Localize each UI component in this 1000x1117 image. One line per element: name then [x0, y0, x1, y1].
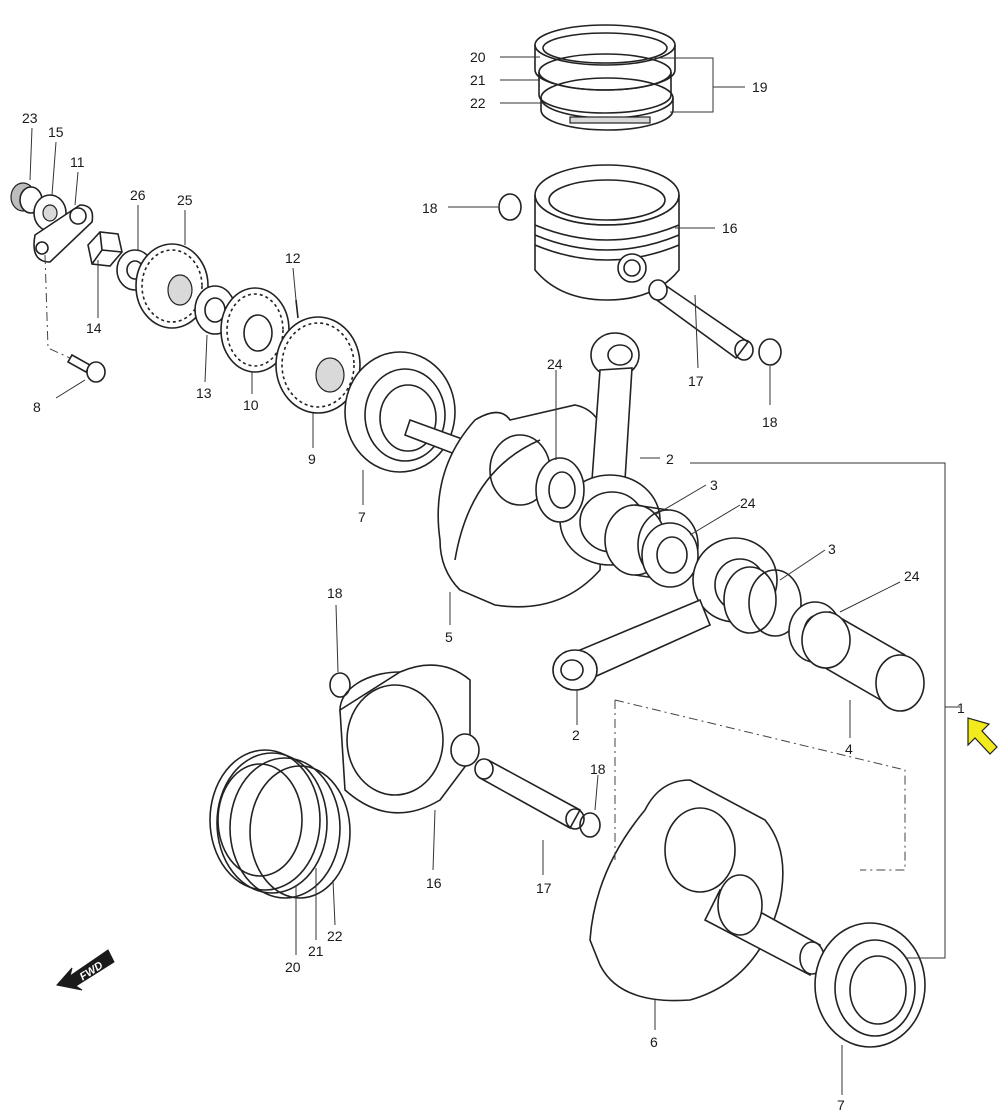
callout-24: 24	[904, 568, 920, 584]
callout-17: 17	[536, 880, 552, 896]
callout-22: 22	[327, 928, 343, 944]
callout-11: 11	[70, 154, 85, 170]
callout-19: 19	[752, 79, 768, 95]
circlip-upper-left	[498, 193, 522, 221]
dashline-assembly	[614, 699, 906, 871]
piston-pin-lower	[474, 758, 585, 830]
callout-17: 17	[688, 373, 704, 389]
callout-7: 7	[837, 1097, 845, 1113]
bearing-upper	[344, 351, 466, 473]
callout-3: 3	[828, 541, 836, 557]
callout-14: 14	[86, 320, 102, 336]
thrust-washer-24b-hole	[656, 536, 688, 574]
piston-upper	[534, 164, 680, 301]
callout-5: 5	[445, 629, 453, 645]
callout-16: 16	[722, 220, 738, 236]
callout-3: 3	[710, 477, 718, 493]
callout-12: 12	[285, 250, 301, 266]
piston-pin-upper	[648, 279, 754, 361]
callout-4: 4	[845, 741, 853, 757]
crank-half-5	[437, 404, 606, 608]
bearing-lower	[814, 922, 926, 1048]
dashline-screw-8	[44, 254, 71, 359]
callout-15: 15	[48, 124, 64, 140]
callout-10: 10	[243, 397, 259, 413]
callout-18: 18	[762, 414, 778, 430]
plate-11	[33, 204, 94, 263]
fwd-arrow-icon: FWD	[56, 949, 115, 991]
callout-23: 23	[22, 110, 38, 126]
callout-1: 1	[957, 700, 965, 716]
arrow-pointer-icon	[967, 717, 998, 755]
callout-8: 8	[33, 399, 41, 415]
callout-18: 18	[590, 761, 606, 777]
callout-18: 18	[422, 200, 438, 216]
crank-half-6	[589, 779, 825, 1002]
callout-22: 22	[470, 95, 486, 111]
thrust-washer-24b	[641, 522, 699, 588]
callout-13: 13	[196, 385, 212, 401]
gear-10	[220, 287, 290, 373]
callout-9: 9	[308, 451, 316, 467]
callout-7: 7	[358, 509, 366, 525]
callout-2: 2	[572, 727, 580, 743]
piston-rings-lower	[209, 749, 351, 899]
callout-2: 2	[666, 451, 674, 467]
callout-20: 20	[470, 49, 486, 65]
circlip-upper-right	[758, 338, 782, 366]
callout-20: 20	[285, 959, 301, 975]
needle-bearing-lower	[723, 566, 802, 637]
crank-pin-4	[801, 610, 925, 712]
thrust-washer-24a-hole	[548, 471, 576, 509]
callout-labels: 20 21 22 19 18 16 17 18 23 15 11 26 25 1…	[22, 49, 965, 1113]
circlip-lower-left	[329, 672, 351, 698]
callout-21: 21	[308, 943, 324, 959]
circlip-lower-right	[579, 812, 601, 838]
callout-21: 21	[470, 72, 486, 88]
callout-24: 24	[740, 495, 756, 511]
callout-25: 25	[177, 192, 193, 208]
piston-lower	[339, 664, 480, 814]
gear-25	[135, 243, 209, 329]
nut-14	[87, 231, 123, 267]
leader-lines	[29, 56, 960, 1095]
thrust-washer-24a	[535, 457, 585, 523]
callout-16: 16	[426, 875, 442, 891]
screw-8	[66, 353, 106, 383]
callout-24: 24	[547, 356, 563, 372]
gear-9	[275, 316, 361, 414]
callout-6: 6	[650, 1034, 658, 1050]
callout-26: 26	[130, 187, 146, 203]
pin-12	[295, 299, 299, 319]
callout-18: 18	[327, 585, 343, 601]
piston-rings-top	[534, 24, 676, 131]
